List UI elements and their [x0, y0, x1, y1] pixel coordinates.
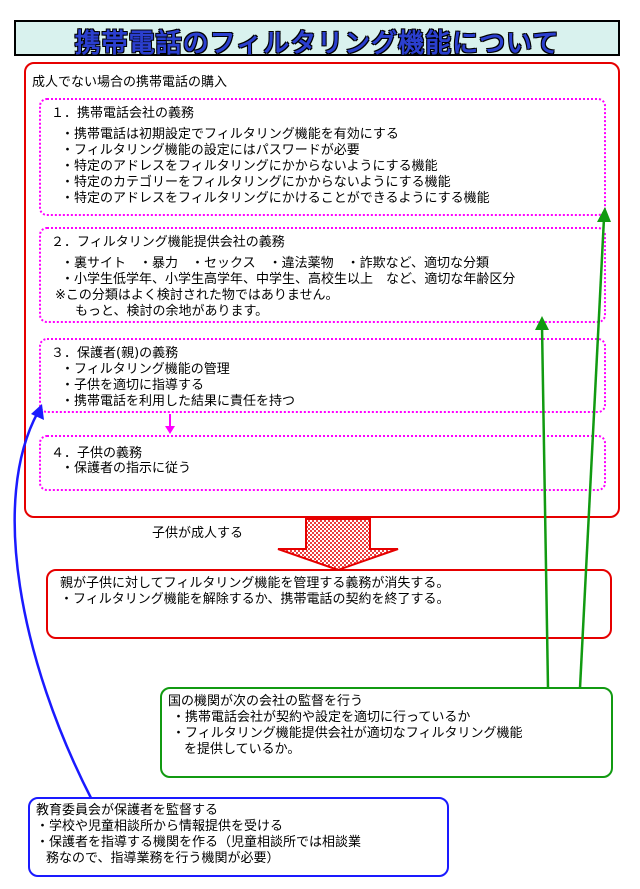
section-line: ・裏サイト ・暴力 ・セックス ・違法薬物 ・詐欺など、適切な分類	[61, 256, 489, 271]
edu-line: ・学校や児童相談所から情報提供を受ける	[36, 819, 284, 834]
main-box-heading: 成人でない場合の携帯電話の購入	[32, 75, 228, 90]
section-heading: ４．子供の義務	[51, 446, 143, 461]
section-line: ・携帯電話を利用した結果に責任を持つ	[61, 394, 296, 409]
arrowhead-icon	[31, 404, 44, 420]
adult-label: 子供が成人する	[152, 526, 244, 541]
section-filter-provider-duties: ２．フィルタリング機能提供会社の義務 ・裏サイト ・暴力 ・セックス ・違法薬物…	[39, 227, 606, 323]
gov-line: ・フィルタリング機能提供会社が適切なフィルタリング機能	[172, 726, 523, 741]
edu-to-parent-curve	[13, 411, 94, 801]
edu-line: ・保護者を指導する機関を作る（児童相談所では相談業	[36, 835, 362, 850]
arrowhead-icon	[597, 207, 611, 222]
section-line: ・特定のアドレスをフィルタリングにかからないようにする機能	[61, 159, 438, 174]
result-line: ・フィルタリング機能を解除するか、携帯電話の契約を終了する。	[60, 592, 450, 607]
section-line: もっと、検討の余地があります。	[75, 304, 269, 319]
section-heading: ２．フィルタリング機能提供会社の義務	[51, 235, 285, 250]
section-child-duties: ４．子供の義務 ・保護者の指示に従う	[39, 435, 606, 491]
section-heading: １．携帯電話会社の義務	[51, 106, 195, 121]
section-line: ・子供を適切に指導する	[61, 378, 205, 393]
government-supervision-box: 国の機関が次の会社の監督を行う ・携帯電話会社が契約や設定を適切に行っているか …	[160, 687, 613, 778]
section-line: ※この分類はよく検討された物ではありません。	[55, 288, 339, 303]
arrowhead-icon	[535, 316, 549, 330]
edu-line: 務なので、指導業務を行う機関が必要）	[46, 851, 280, 866]
education-board-box: 教育委員会が保護者を監督する ・学校や児童相談所から情報提供を受ける ・保護者を…	[28, 797, 449, 877]
section-line: ・フィルタリング機能の管理	[61, 362, 230, 377]
section-line: ・保護者の指示に従う	[61, 461, 192, 476]
gov-line: を提供しているか。	[184, 742, 301, 757]
gov-line: ・携帯電話会社が契約や設定を適切に行っているか	[172, 710, 471, 725]
edu-line: 教育委員会が保護者を監督する	[36, 803, 219, 818]
arrowhead-icon	[165, 426, 175, 434]
section-line: ・フィルタリング機能の設定にはパスワードが必要	[61, 143, 360, 158]
title-banner: 携帯電話のフィルタリング機能について	[14, 20, 620, 59]
gov-to-carrier-line	[578, 217, 606, 689]
section-carrier-duties: １．携帯電話会社の義務 ・携帯電話は初期設定でフィルタリング機能を有効にする ・…	[39, 98, 606, 216]
section-line: ・小学生低学年、小学生高学年、中学生、高校生以上 など、適切な年齢区分	[61, 272, 516, 287]
gov-to-filter-provider-line	[540, 325, 550, 689]
page-title: 携帯電話のフィルタリング機能について	[74, 29, 560, 59]
section-line: ・携帯電話は初期設定でフィルタリング機能を有効にする	[61, 127, 399, 142]
section-line: ・特定のアドレスをフィルタリングにかけることができるようにする機能	[61, 191, 490, 206]
down-arrow-icon	[277, 518, 399, 572]
section-heading: ３．保護者(親)の義務	[51, 346, 179, 361]
section-line: ・特定のカテゴリーをフィルタリングにかからないようにする機能	[61, 175, 451, 190]
result-box: 親が子供に対してフィルタリング機能を管理する義務が消失する。 ・フィルタリング機…	[46, 569, 612, 639]
main-box: 成人でない場合の携帯電話の購入	[24, 62, 620, 518]
result-line: 親が子供に対してフィルタリング機能を管理する義務が消失する。	[60, 576, 450, 591]
section-parent-duties: ３．保護者(親)の義務 ・フィルタリング機能の管理 ・子供を適切に指導する ・携…	[39, 338, 606, 413]
gov-line: 国の機関が次の会社の監督を行う	[168, 694, 364, 709]
